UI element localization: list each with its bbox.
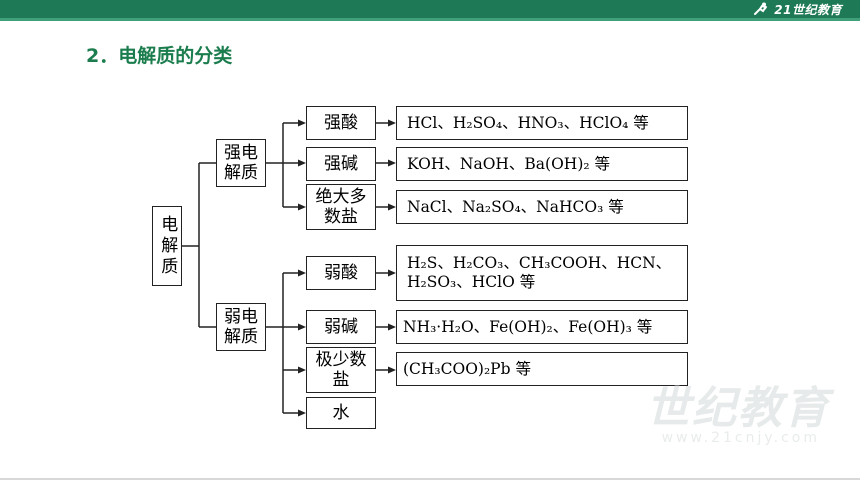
weak-base-examples: NH₃·H₂O、Fe(OH)₂、Fe(OH)₃ 等 — [396, 310, 688, 344]
weak-electrolyte-node: 弱电解质 — [216, 303, 266, 351]
weak-acid-examples: H₂S、H₂CO₃、CH₃COOH、HCN、 H₂SO₃、HClO 等 — [396, 245, 688, 301]
strong-base-label: 强碱 — [324, 153, 358, 174]
weak-acid-node: 弱酸 — [306, 256, 376, 290]
strong-acid-examples: HCl、H₂SO₄、HNO₃、HClO₄ 等 — [396, 106, 688, 140]
most-salts-label: 绝大多数盐 — [315, 186, 367, 227]
section-title: 2．电解质的分类 — [86, 45, 233, 67]
strong-electrolyte-label: 强电解质 — [224, 142, 258, 183]
root-node-label: 电解质 — [157, 214, 178, 278]
water-node: 水 — [306, 397, 376, 429]
strong-acid-examples-text: HCl、H₂SO₄、HNO₃、HClO₄ 等 — [407, 113, 649, 132]
few-salts-examples: (CH₃COO)₂Pb 等 — [396, 352, 688, 386]
weak-base-examples-text: NH₃·H₂O、Fe(OH)₂、Fe(OH)₃ 等 — [403, 317, 653, 336]
strong-base-node: 强碱 — [306, 147, 376, 181]
brand-logo-text: 21世纪教育 — [774, 2, 842, 17]
top-banner — [0, 0, 860, 18]
bottom-divider — [0, 478, 860, 480]
brand-logo: 21世纪教育 — [752, 1, 842, 17]
most-salts-examples: NaCl、Na₂SO₄、NaHCO₃ 等 — [396, 190, 688, 224]
few-salts-label: 极少数盐 — [315, 349, 367, 390]
watermark-logo: 世纪教育 — [646, 383, 830, 434]
strong-acid-node: 强酸 — [306, 106, 376, 140]
weak-electrolyte-label: 弱电解质 — [224, 306, 258, 347]
most-salts-examples-text: NaCl、Na₂SO₄、NaHCO₃ 等 — [407, 197, 624, 216]
weak-acid-label: 弱酸 — [324, 262, 358, 283]
water-label: 水 — [332, 402, 350, 423]
strong-base-examples-text: KOH、NaOH、Ba(OH)₂ 等 — [407, 154, 611, 173]
few-salts-examples-text: (CH₃COO)₂Pb 等 — [403, 359, 531, 378]
strong-base-examples: KOH、NaOH、Ba(OH)₂ 等 — [396, 147, 688, 181]
strong-electrolyte-node: 强电解质 — [216, 139, 266, 187]
strong-acid-label: 强酸 — [324, 112, 358, 133]
runner-logo-icon — [754, 2, 768, 15]
root-node: 电解质 — [152, 206, 182, 286]
weak-base-label: 弱碱 — [324, 316, 358, 337]
most-salts-node: 绝大多数盐 — [306, 184, 376, 230]
weak-base-node: 弱碱 — [306, 310, 376, 344]
weak-acid-examples-line2: H₂SO₃、HClO 等 — [407, 273, 536, 291]
top-banner-stripe — [0, 18, 860, 21]
watermark-url: www.21cnjy.com — [661, 430, 820, 446]
few-salts-node: 极少数盐 — [306, 347, 376, 393]
weak-acid-examples-line1: H₂S、H₂CO₃、CH₃COOH、HCN、 — [407, 254, 672, 273]
